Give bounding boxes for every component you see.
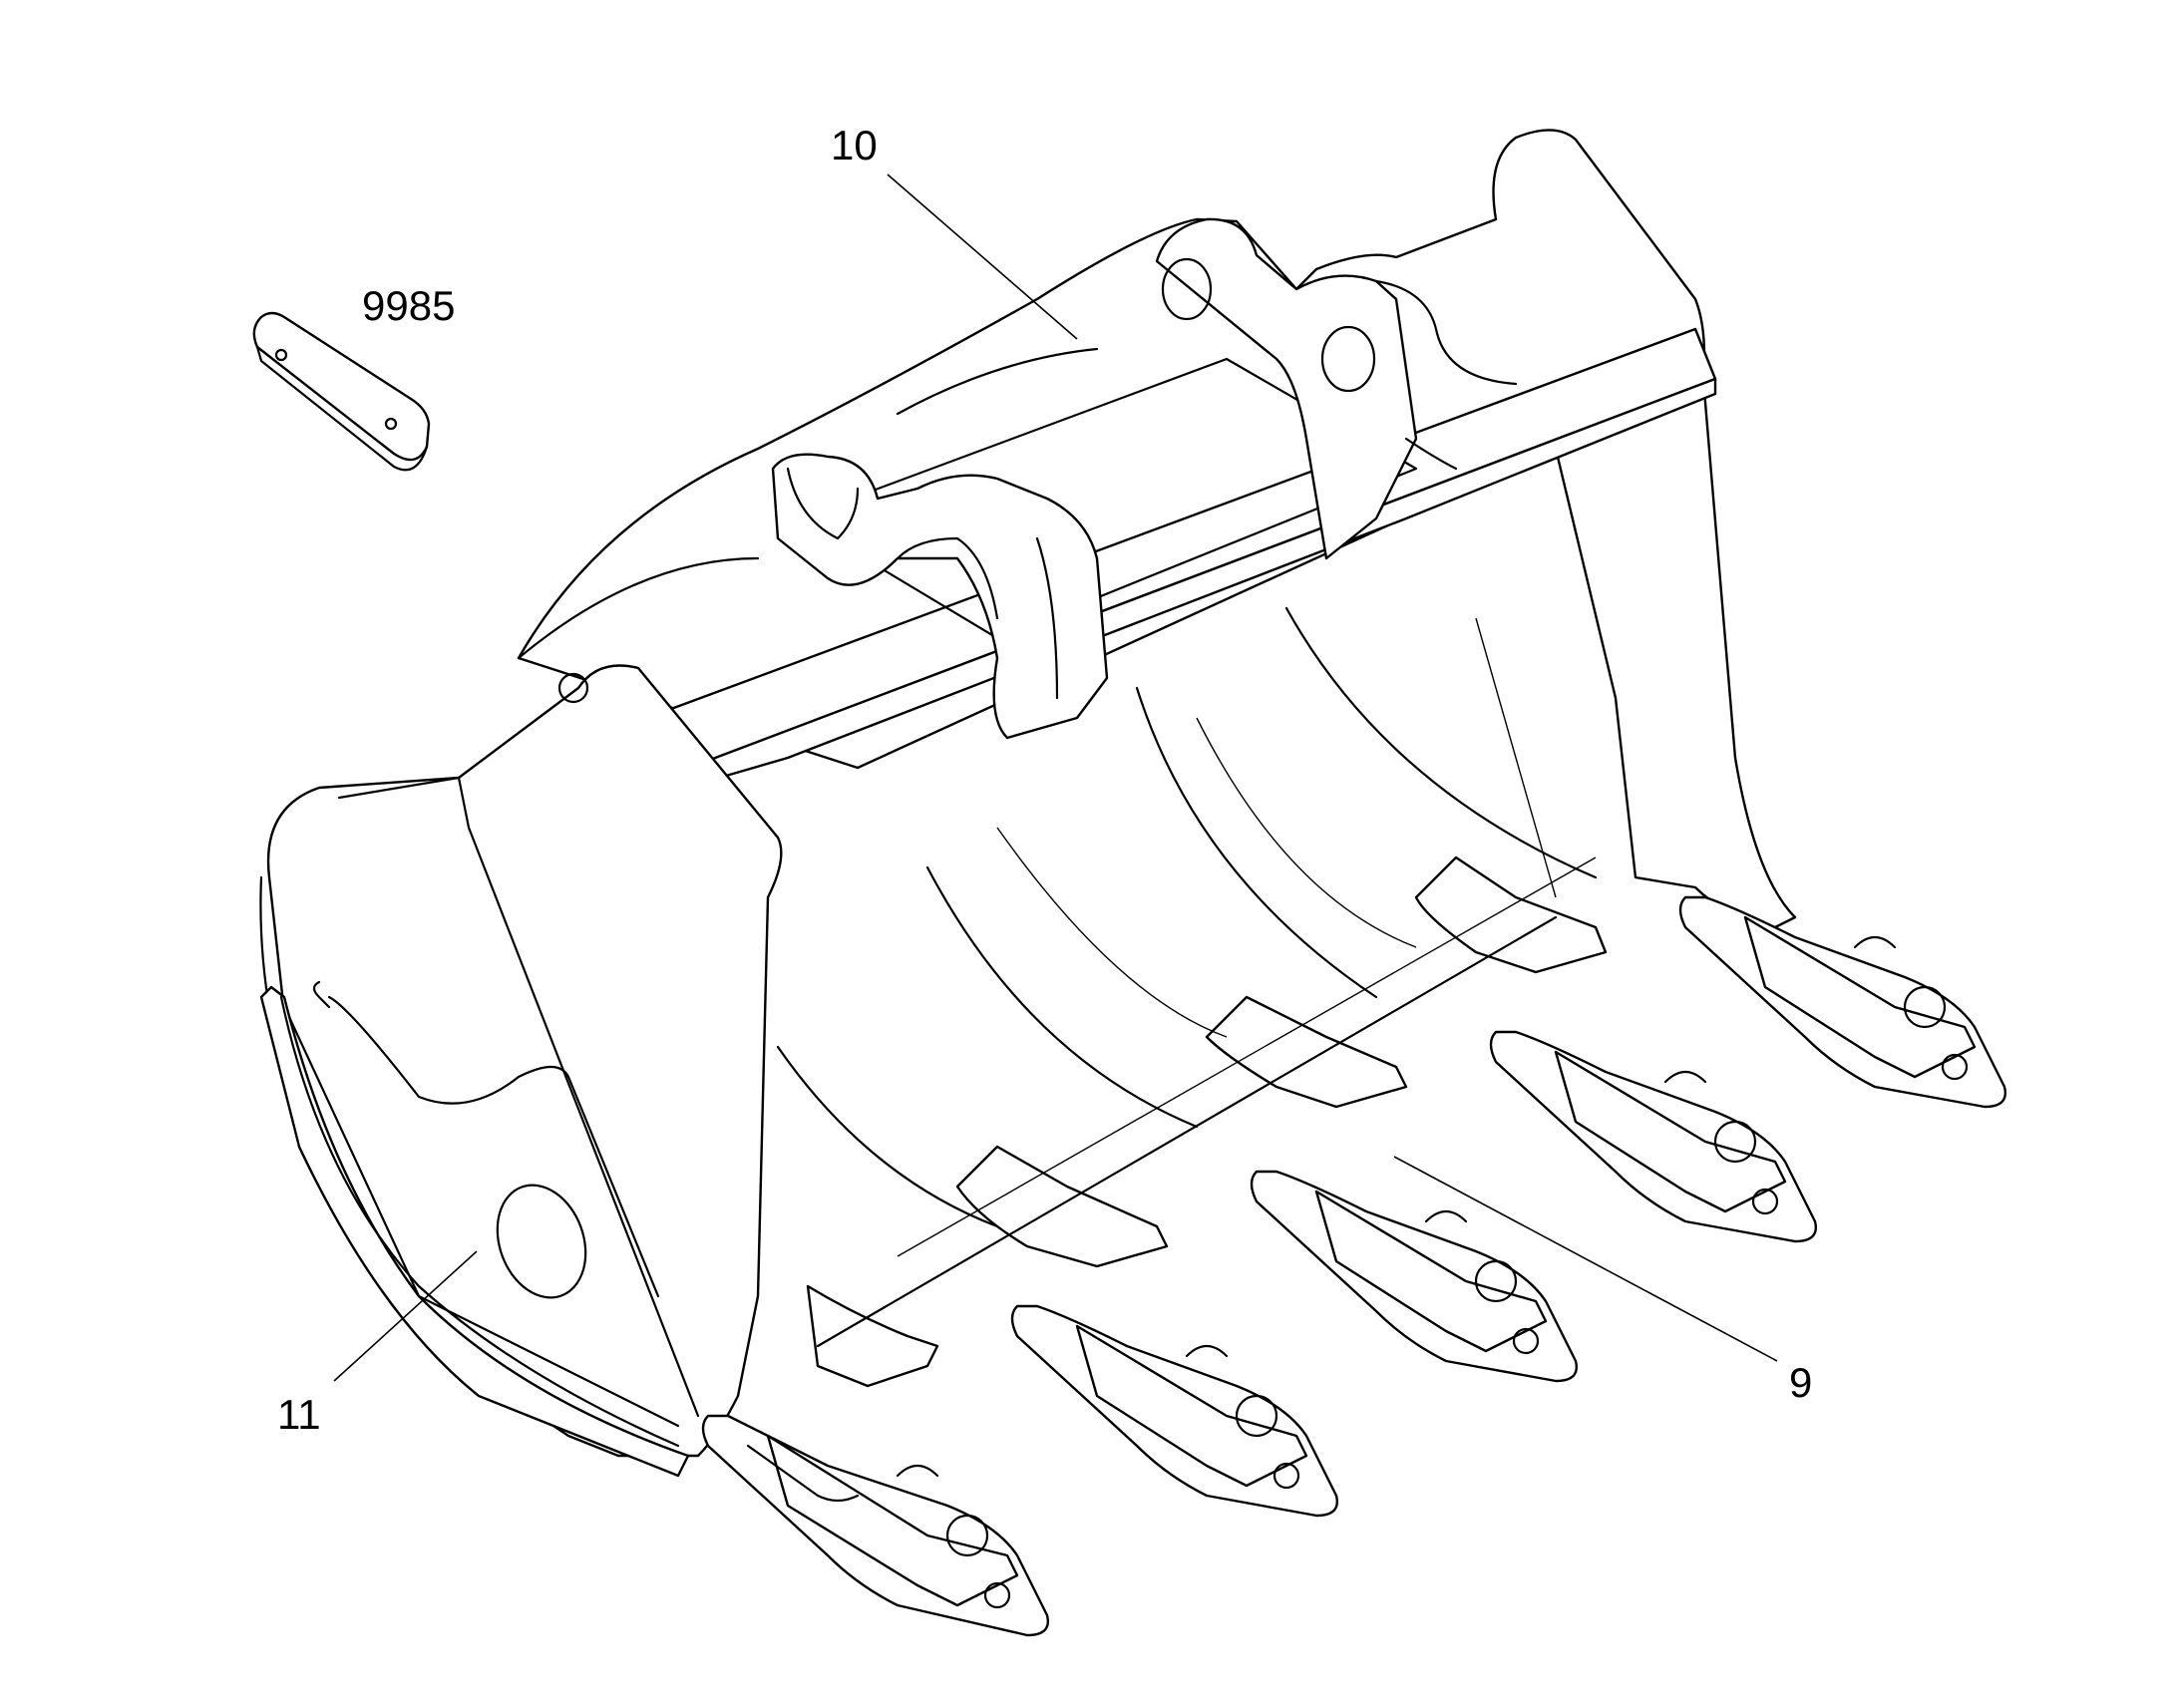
leader-lines bbox=[333, 173, 1778, 1382]
front-side-plate bbox=[259, 664, 783, 1468]
part-9985-plate bbox=[252, 311, 431, 472]
leader-10 bbox=[887, 173, 1078, 340]
leader-9 bbox=[1393, 1156, 1778, 1362]
tooth-1 bbox=[701, 1414, 1049, 1637]
callout-11: 11 bbox=[277, 1391, 321, 1438]
callout-9: 9 bbox=[1789, 1359, 1813, 1406]
tooth-3 bbox=[1250, 1170, 1578, 1383]
wear-strips bbox=[776, 606, 1608, 1388]
part-11-side-cutter bbox=[259, 985, 690, 1478]
callout-9985: 9985 bbox=[362, 282, 456, 329]
pivot-lugs bbox=[771, 217, 1518, 740]
callout-10: 10 bbox=[831, 122, 878, 169]
leader-11 bbox=[333, 1250, 478, 1382]
tooth-4 bbox=[1489, 1030, 1817, 1243]
tooth-2 bbox=[1010, 1304, 1338, 1518]
tooth-5 bbox=[1678, 895, 2006, 1109]
bucket-teeth bbox=[701, 895, 2006, 1637]
